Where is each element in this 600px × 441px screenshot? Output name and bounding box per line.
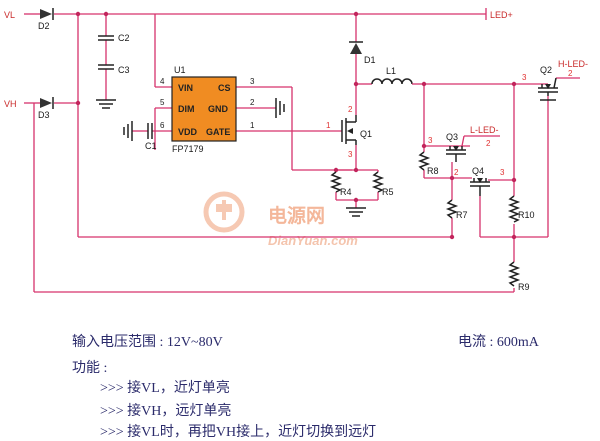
svg-text:C3: C3 bbox=[118, 65, 130, 75]
svg-text:VIN: VIN bbox=[178, 83, 193, 93]
svg-text:2: 2 bbox=[348, 105, 353, 114]
resistor-r9: R9 bbox=[507, 261, 530, 292]
svg-text:1: 1 bbox=[326, 121, 331, 130]
svg-text:2: 2 bbox=[454, 168, 459, 177]
diode-d1: D1 bbox=[349, 41, 376, 65]
resistor-r5: R5 bbox=[371, 171, 394, 197]
svg-text:Q2: Q2 bbox=[540, 65, 552, 75]
wires bbox=[24, 13, 580, 293]
svg-text:3: 3 bbox=[250, 77, 255, 86]
svg-text:GND: GND bbox=[208, 104, 229, 114]
svg-text:R10: R10 bbox=[518, 210, 535, 220]
svg-text:L1: L1 bbox=[386, 66, 396, 76]
net-vh: VH bbox=[4, 99, 17, 109]
capacitor-c1: C1 bbox=[145, 123, 157, 151]
watermark-en: DianYuan.com bbox=[268, 233, 358, 248]
svg-text:VDD: VDD bbox=[178, 127, 198, 137]
resistor-r8: R8 bbox=[417, 151, 439, 176]
net-vl: VL bbox=[4, 10, 15, 20]
svg-text:C1: C1 bbox=[145, 141, 157, 151]
svg-text:Q1: Q1 bbox=[360, 129, 372, 139]
svg-text:R7: R7 bbox=[456, 210, 468, 220]
watermark-cn: 电源网 bbox=[268, 204, 325, 227]
svg-text:Q3: Q3 bbox=[446, 132, 458, 142]
diode-d2: D2 bbox=[38, 8, 54, 31]
svg-text:2: 2 bbox=[486, 139, 491, 148]
svg-text:2: 2 bbox=[568, 69, 573, 78]
svg-text:H-LED-: H-LED- bbox=[558, 59, 588, 69]
svg-text:R5: R5 bbox=[382, 187, 394, 197]
net-led-plus: LED+ bbox=[490, 10, 513, 20]
svg-text:U1: U1 bbox=[174, 65, 186, 75]
svg-text:4: 4 bbox=[160, 77, 165, 86]
resistor-r4: R4 bbox=[329, 171, 352, 197]
mosfet-q2: Q2 3 2 H-LED- bbox=[522, 59, 588, 101]
capacitor-c3: C3 bbox=[98, 64, 130, 75]
diode-d3: D3 bbox=[38, 97, 54, 120]
mosfet-q4: Q4 2 3 bbox=[454, 166, 505, 196]
svg-text:5: 5 bbox=[160, 98, 165, 107]
watermark: 电源网 DianYuan.com bbox=[203, 191, 358, 248]
svg-text:D3: D3 bbox=[38, 110, 50, 120]
svg-text:Q4: Q4 bbox=[472, 166, 484, 176]
ic-fp7179: U1 FP7179 VIN DIM VDD CS GND GATE 4 5 6 … bbox=[160, 65, 255, 154]
svg-text:6: 6 bbox=[160, 121, 165, 130]
svg-text:CS: CS bbox=[218, 83, 231, 93]
inductor-l1: L1 bbox=[371, 66, 414, 85]
svg-text:D1: D1 bbox=[364, 55, 376, 65]
svg-text:R9: R9 bbox=[518, 282, 530, 292]
svg-text:3: 3 bbox=[500, 168, 505, 177]
svg-text:3: 3 bbox=[348, 150, 353, 159]
function-item: >>> 接VL时，再把VH接上，近灯切换到远灯 bbox=[100, 425, 377, 440]
input-range-note: 输入电压范围 : 12V~80V bbox=[72, 335, 223, 350]
resistor-r7: R7 bbox=[445, 199, 468, 220]
function-item: >>> 接VL，近灯单亮 bbox=[100, 381, 230, 396]
svg-text:R8: R8 bbox=[427, 166, 439, 176]
function-item: >>> 接VH，远灯单亮 bbox=[100, 404, 232, 419]
mosfet-q1: Q1 1 2 3 bbox=[326, 105, 372, 159]
svg-text:D2: D2 bbox=[38, 21, 50, 31]
capacitor-c2: C2 bbox=[98, 33, 130, 43]
svg-text:2: 2 bbox=[250, 98, 255, 107]
resistor-r10: R10 bbox=[507, 195, 535, 223]
svg-text:3: 3 bbox=[428, 136, 433, 145]
svg-text:3: 3 bbox=[522, 73, 527, 82]
svg-text:GATE: GATE bbox=[206, 127, 230, 137]
svg-text:1: 1 bbox=[250, 121, 255, 130]
function-title: 功能 : bbox=[72, 361, 108, 376]
junction-dots bbox=[75, 11, 517, 240]
svg-text:DIM: DIM bbox=[178, 104, 195, 114]
svg-text:FP7179: FP7179 bbox=[172, 144, 204, 154]
svg-text:C2: C2 bbox=[118, 33, 130, 43]
mosfet-q3: Q3 3 2 L-LED- bbox=[428, 125, 499, 162]
net-labels: VL VH LED+ bbox=[4, 8, 513, 109]
ground-symbols bbox=[96, 98, 366, 217]
current-note: 电流 : 600mA bbox=[458, 335, 539, 350]
svg-text:R4: R4 bbox=[340, 187, 352, 197]
svg-text:L-LED-: L-LED- bbox=[470, 125, 499, 135]
